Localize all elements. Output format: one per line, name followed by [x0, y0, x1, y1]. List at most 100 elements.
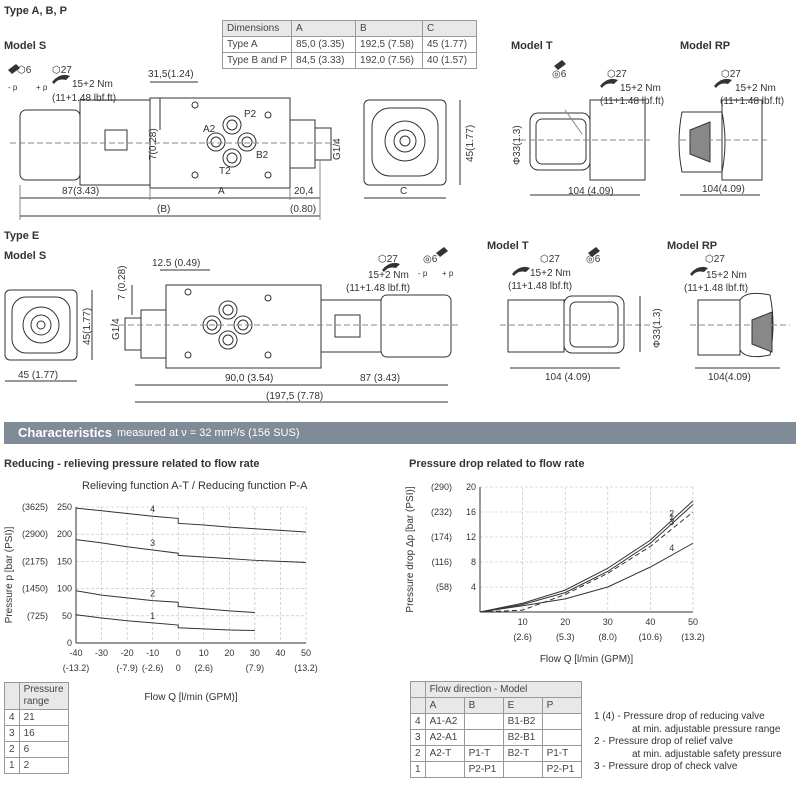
model-t-label: Model T — [511, 40, 553, 52]
hex-key-icon — [436, 247, 448, 257]
x-tick-label: 10 — [199, 648, 209, 658]
model-s-label-e: Model S — [4, 250, 47, 262]
table-cell: A1-A2 — [424, 713, 465, 730]
dim-label: A — [218, 186, 225, 197]
dim-label: 104 (4.09) — [568, 186, 614, 197]
port-label: P2 — [244, 109, 257, 120]
legend-line: 2 - Pressure drop of relief valve — [594, 736, 733, 747]
table-cell — [541, 713, 582, 730]
table-cell: B1-B2 — [502, 713, 543, 730]
hex-size: 27 — [549, 254, 561, 265]
dim-label: 12.5 (0.49) — [152, 258, 200, 269]
table-cell: P2-P1 — [541, 761, 582, 778]
minus-p-label: - p — [418, 269, 428, 278]
characteristics-subtitle: measured at ν = 32 mm²/s (156 SUS) — [117, 427, 300, 439]
dim-label: 87(3.43) — [62, 186, 99, 197]
table-cell: P1-T — [541, 745, 582, 762]
x-tick-label: 0 — [176, 648, 181, 658]
dim-header: C — [422, 20, 478, 37]
x-tick-gpm: (13.2) — [294, 663, 318, 673]
hex-key-icon — [588, 247, 600, 257]
dim-label: Φ33(1.3) — [652, 308, 663, 348]
x-tick-gpm: (13.2) — [681, 632, 705, 642]
series-line-1 — [479, 504, 694, 613]
series-label: 1 — [150, 611, 155, 621]
x-tick-gpm: 0 — [176, 663, 181, 673]
svg-text:⬡27: ⬡27 — [540, 254, 560, 265]
hex-key-icon — [8, 64, 20, 74]
flow-table-title: Flow direction - Model — [424, 681, 582, 698]
table-cell: 1 — [410, 761, 426, 778]
y-tick-psi: (1450) — [22, 584, 48, 594]
dim-header: A — [291, 20, 357, 37]
series-line-4 — [75, 507, 307, 533]
table-cell: 16 — [18, 725, 69, 742]
series-label: 2 — [669, 508, 674, 518]
series-line-2 — [479, 500, 694, 613]
legend-line: 3 - Pressure drop of check valve — [594, 761, 738, 772]
series-line-4 — [479, 542, 694, 613]
y-tick-label: 250 — [57, 502, 72, 512]
x-tick-gpm: (2.6) — [195, 663, 214, 673]
dim-label: 31,5(1.24) — [148, 69, 194, 80]
hex-size: 27 — [730, 69, 742, 80]
series-label: 4 — [669, 543, 674, 553]
x-tick-gpm: (5.3) — [556, 632, 575, 642]
model-rp-label: Model RP — [680, 40, 731, 52]
x-tick-gpm: (10.6) — [639, 632, 663, 642]
legend-line: at min. adjustable safety pressure — [632, 748, 782, 760]
dim-cell: 45 (1.77) — [422, 36, 478, 53]
x-tick-label: 50 — [301, 648, 311, 658]
table-cell: 3 — [4, 725, 20, 742]
dim-label: 20,4 — [294, 186, 314, 197]
x-tick-label: 50 — [688, 617, 698, 627]
torque-label: 15+2 Nm — [72, 79, 113, 90]
dim-cell: Type A — [221, 36, 293, 53]
svg-text:◎6: ◎6 — [423, 254, 438, 265]
dimensions-table: Dimensions A B C Type A 85,0 (3.35) 192,… — [221, 20, 478, 69]
svg-text:⬡27: ⬡27 — [378, 254, 398, 265]
hex-size: 6 — [595, 254, 601, 265]
table-cell: A2-A1 — [424, 729, 465, 746]
series-label: 2 — [150, 589, 155, 599]
characteristics-bar: Characteristics measured at ν = 32 mm²/s… — [4, 422, 796, 444]
series-label: 3 — [150, 538, 155, 548]
y-tick-psi: (2175) — [22, 556, 48, 566]
port-label: B2 — [256, 150, 269, 161]
x-tick-label: -40 — [69, 648, 82, 658]
table-cell — [502, 761, 543, 778]
pressure-range-header: Pressure range — [18, 682, 69, 710]
svg-text:◎6: ◎6 — [586, 254, 601, 265]
x-tick-label: 30 — [250, 648, 260, 658]
hex-size: 27 — [61, 65, 73, 76]
table-cell — [541, 729, 582, 746]
wrench-icon — [52, 74, 70, 84]
dim-cell: Type B and P — [221, 52, 293, 69]
table-cell — [424, 761, 465, 778]
table-cell — [463, 729, 504, 746]
dim-label: (0.80) — [290, 204, 316, 215]
wrench-icon — [512, 266, 530, 276]
x-tick-label: 40 — [275, 648, 285, 658]
model-rp-label-e: Model RP — [667, 240, 718, 252]
end-view-block — [363, 99, 447, 186]
flow-table-header: E — [502, 697, 543, 714]
svg-text:◎6: ◎6 — [552, 69, 567, 80]
dim-label: 7 (0.28) — [117, 266, 128, 300]
chart1-title: Reducing - relieving pressure related to… — [4, 458, 260, 470]
x-tick-gpm: (-2.6) — [142, 663, 164, 673]
dim-label: G1/4 — [111, 318, 122, 340]
plus-p-label: + p — [442, 269, 454, 278]
dim-label: 104(4.09) — [708, 372, 751, 383]
hex-size: 27 — [616, 69, 628, 80]
x-tick-label: -30 — [95, 648, 108, 658]
dim-label: (B) — [157, 204, 170, 215]
series-label: 3 — [669, 517, 674, 527]
dim-label: 104 (4.09) — [545, 372, 591, 383]
y-tick-label: 100 — [57, 584, 72, 594]
hex-key-icon — [554, 60, 566, 70]
svg-text:⬡6: ⬡6 — [17, 65, 32, 76]
